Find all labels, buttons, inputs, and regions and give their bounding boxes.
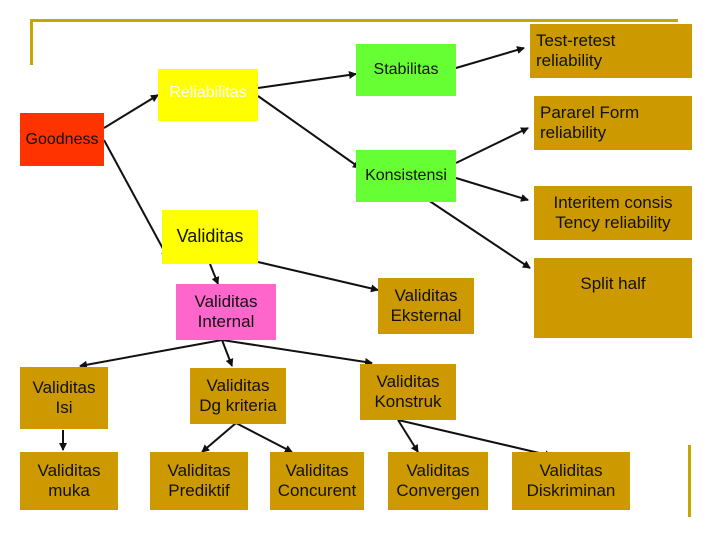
node-validitas-concurent: Validitas Concurent bbox=[270, 452, 364, 510]
arrow-validitas-internal bbox=[209, 263, 220, 285]
node-validitas: Validitas bbox=[162, 210, 258, 264]
node-validitas-muka: Validitas muka bbox=[20, 452, 118, 510]
frame-right-line bbox=[688, 445, 691, 517]
node-reliabilitas: Reliabilitas bbox=[158, 69, 258, 121]
arrow-goodness-reliabilitas bbox=[103, 94, 159, 129]
arrow-internal-konstruk bbox=[221, 339, 373, 366]
arrow-internal-dgkriteria bbox=[221, 339, 234, 367]
node-validitas-dg-kriteria: Validitas Dg kriteria bbox=[190, 368, 286, 424]
arrow-reliabilitas-stabilitas bbox=[257, 71, 357, 89]
arrow-validitas-eksternal bbox=[257, 261, 379, 293]
node-konsistensi: Konsistensi bbox=[356, 150, 456, 202]
node-test-retest: Test-retest reliability bbox=[530, 24, 692, 78]
arrow-konstruk-convergen bbox=[397, 419, 419, 453]
node-pararel-form: Pararel Form reliability bbox=[534, 96, 692, 150]
node-validitas-diskriminan: Validitas Diskriminan bbox=[512, 452, 630, 510]
node-validitas-convergen: Validitas Convergen bbox=[388, 452, 488, 510]
arrow-konstruk-diskriminan bbox=[397, 419, 553, 459]
frame-left-line bbox=[30, 19, 33, 65]
arrow-reliabilitas-konsistensi bbox=[257, 95, 361, 169]
node-stabilitas: Stabilitas bbox=[356, 44, 456, 96]
node-split-half: Split half bbox=[534, 258, 692, 338]
node-validitas-internal: Validitas Internal bbox=[176, 284, 276, 340]
node-validitas-prediktif: Validitas Prediktif bbox=[150, 452, 248, 510]
node-validitas-isi: Validitas Isi bbox=[20, 367, 108, 429]
arrow-dgkriteria-prediktif bbox=[201, 422, 237, 453]
node-goodness: Goodness bbox=[20, 113, 104, 166]
node-validitas-eksternal: Validitas Eksternal bbox=[378, 278, 474, 334]
arrow-konsistensi-interitem bbox=[455, 177, 529, 202]
node-interitem: Interitem consis Tency reliability bbox=[534, 186, 692, 240]
arrow-dgkriteria-concurent bbox=[235, 422, 293, 453]
node-validitas-konstruk: Validitas Konstruk bbox=[360, 364, 456, 420]
arrow-internal-isi bbox=[79, 339, 223, 369]
arrow-konsistensi-pararel bbox=[455, 127, 529, 164]
arrow-goodness-validitas bbox=[103, 139, 169, 259]
frame-top-line bbox=[30, 19, 678, 22]
arrow-stabilitas-testretest bbox=[455, 46, 525, 69]
